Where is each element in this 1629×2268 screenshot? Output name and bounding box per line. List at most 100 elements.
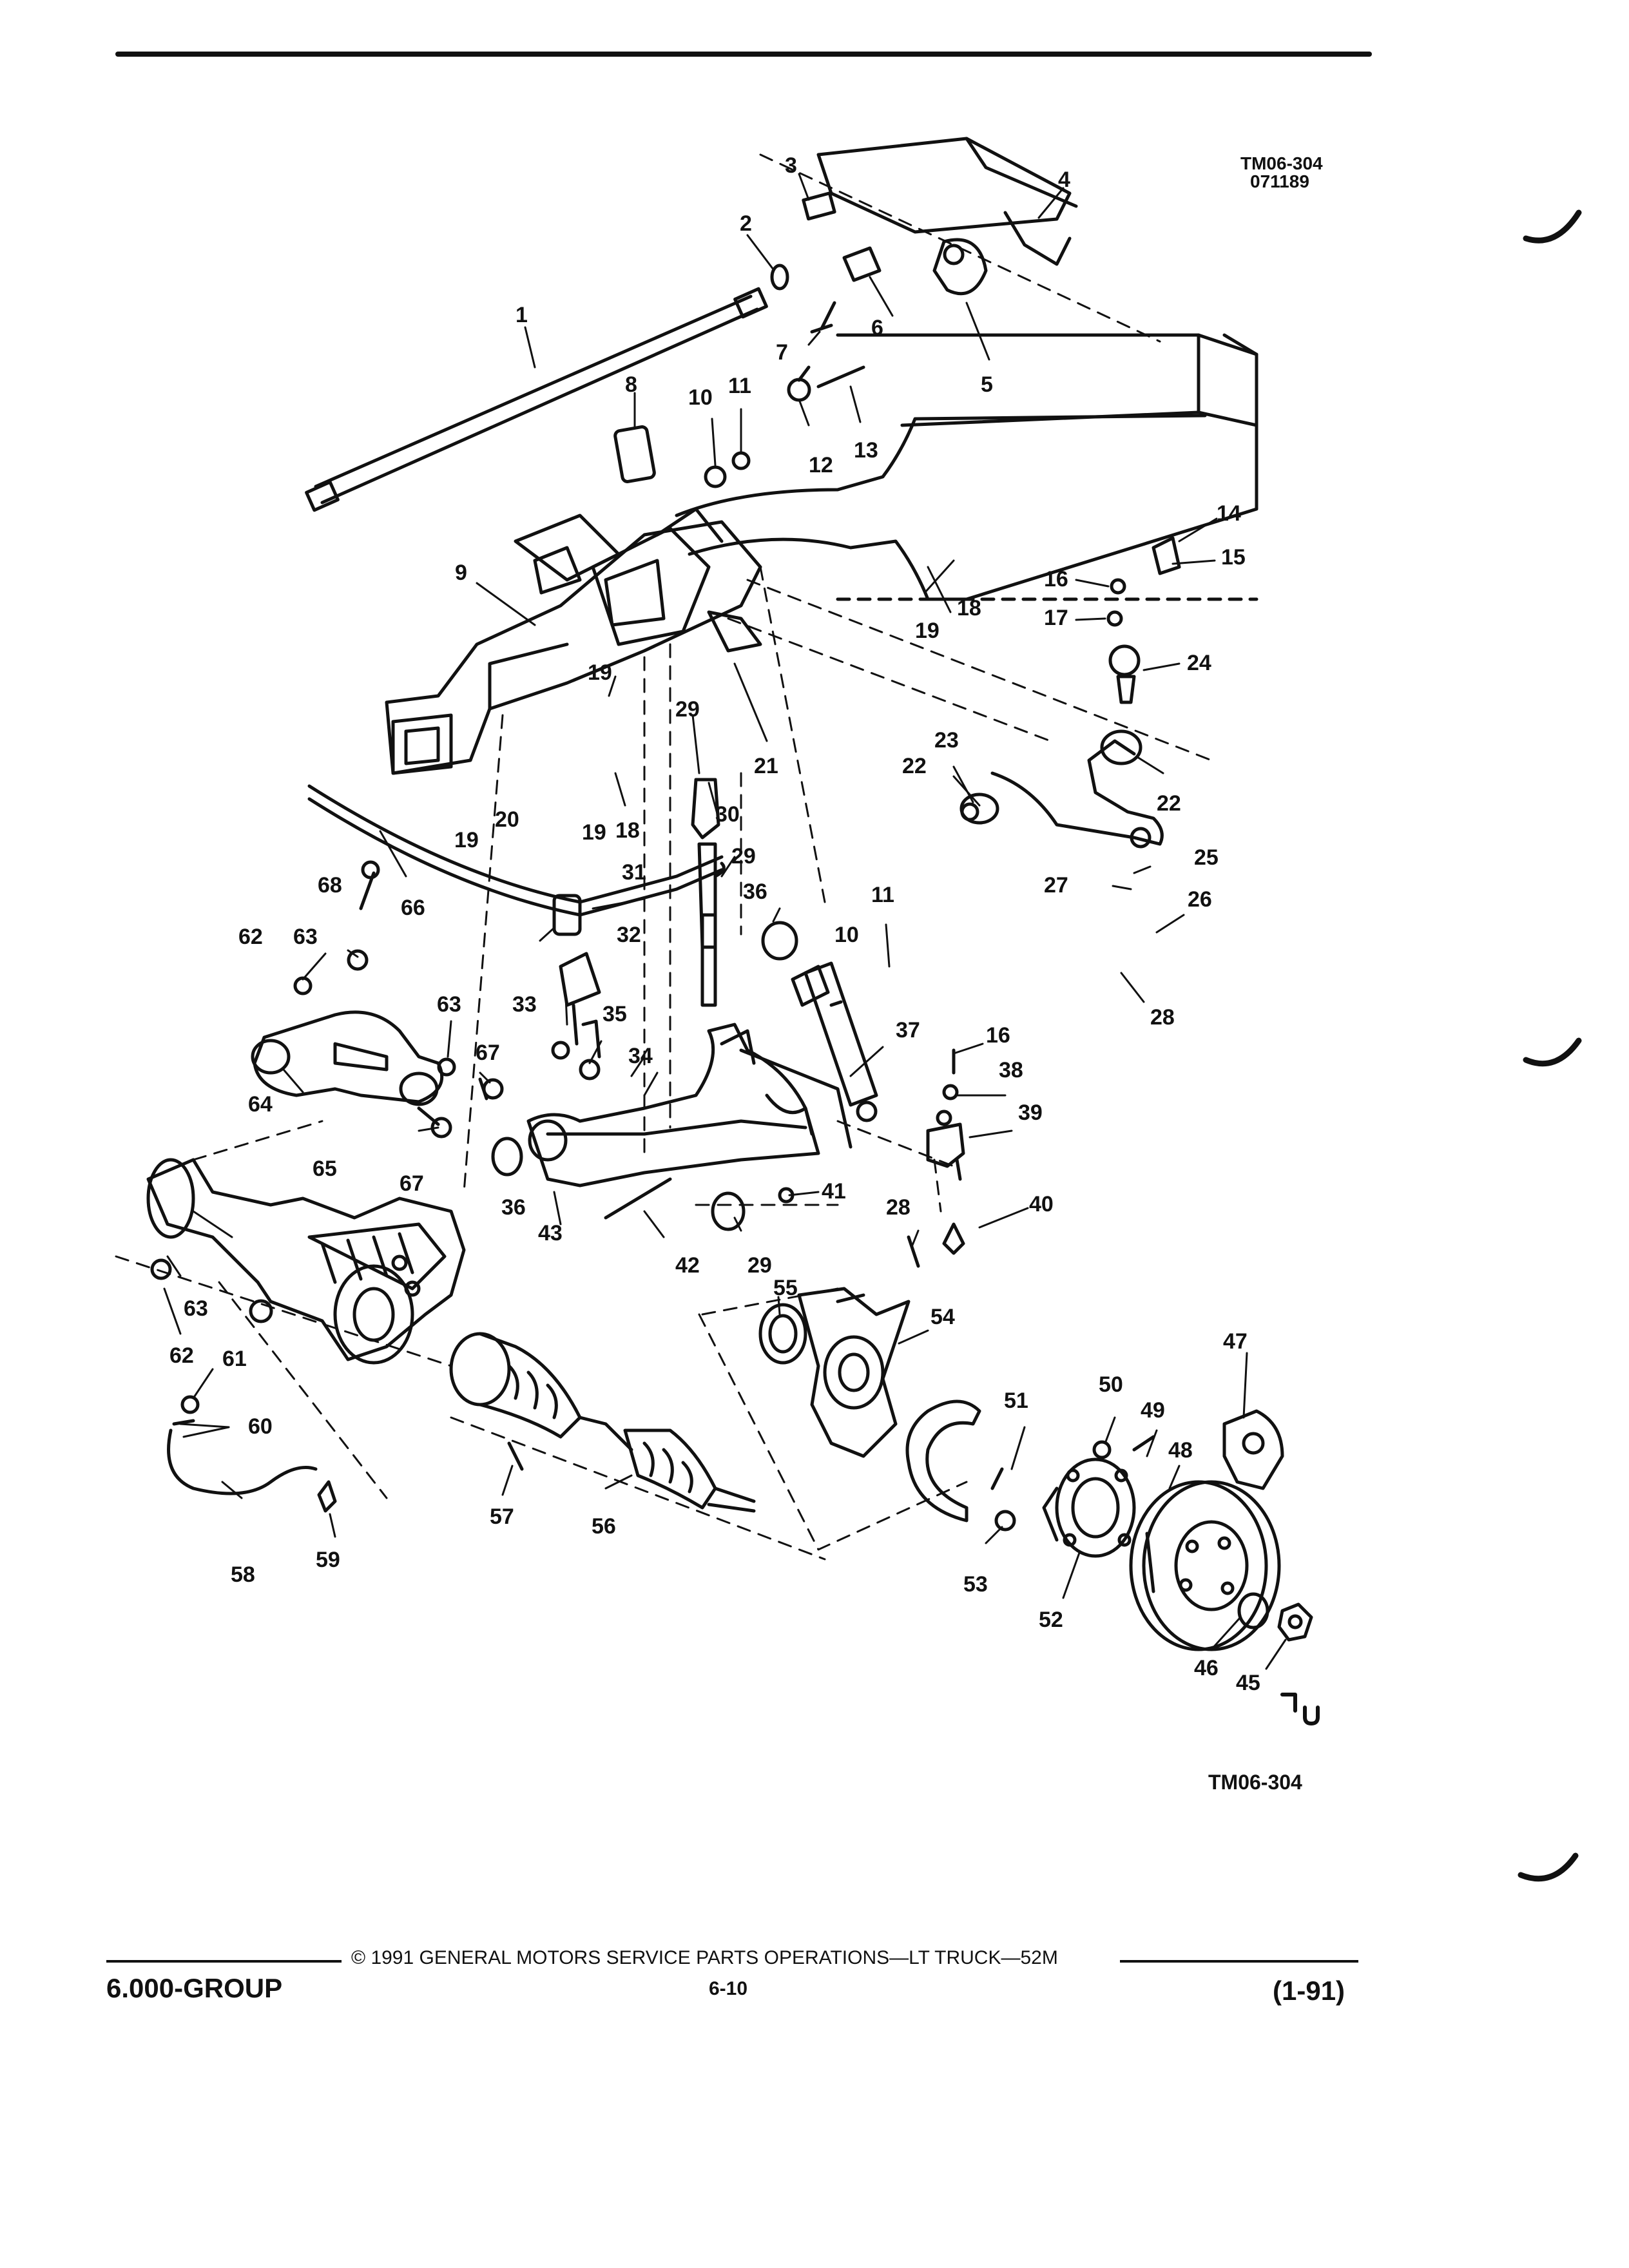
callout-67: 67 xyxy=(476,1041,500,1065)
callout-42: 42 xyxy=(675,1253,700,1278)
callout-22: 22 xyxy=(1157,791,1181,816)
callout-56: 56 xyxy=(592,1514,616,1539)
stabilizer-link xyxy=(551,952,601,1081)
binding-mark xyxy=(1518,1852,1579,1882)
callout-29: 29 xyxy=(675,697,700,722)
lower-control-arm xyxy=(526,1023,853,1187)
callout-8: 8 xyxy=(625,372,637,397)
callout-18: 18 xyxy=(615,818,640,843)
callout-29: 29 xyxy=(731,844,756,869)
callout-16: 16 xyxy=(986,1023,1010,1048)
callout-62: 62 xyxy=(169,1343,194,1368)
figure-date: 071189 xyxy=(1250,171,1309,191)
frame-rail xyxy=(675,137,1258,601)
callout-3: 3 xyxy=(785,153,797,178)
callout-31: 31 xyxy=(622,860,646,885)
callout-58: 58 xyxy=(231,1562,255,1587)
callout-40: 40 xyxy=(1029,1192,1054,1216)
callout-21: 21 xyxy=(754,754,778,778)
hub-nut xyxy=(1237,1592,1313,1642)
callout-63: 63 xyxy=(293,925,318,949)
callout-63: 63 xyxy=(184,1296,208,1321)
binding-mark xyxy=(1523,1037,1582,1067)
callout-10: 10 xyxy=(688,385,713,410)
steering-knuckle xyxy=(758,1287,911,1458)
callout-11: 11 xyxy=(728,374,751,398)
callout-23: 23 xyxy=(934,728,959,753)
caliper-adapter xyxy=(1222,1409,1284,1490)
brake-rotor xyxy=(1129,1480,1281,1651)
callout-20: 20 xyxy=(495,807,519,832)
figure-code: TM06-304 xyxy=(1240,153,1323,173)
footer-revision: (1-91) xyxy=(1273,1975,1345,2006)
shock-absorber xyxy=(791,961,878,1122)
callout-25: 25 xyxy=(1194,845,1219,870)
callout-32: 32 xyxy=(617,923,641,947)
callout-45: 45 xyxy=(1236,1671,1260,1695)
callout-7: 7 xyxy=(776,340,788,365)
stabilizer-bar xyxy=(307,784,726,936)
crossmember xyxy=(385,507,762,775)
callout-28: 28 xyxy=(886,1195,911,1220)
callout-1: 1 xyxy=(516,303,528,327)
callout-61: 61 xyxy=(222,1347,247,1371)
callout-59: 59 xyxy=(316,1548,340,1572)
callout-37: 37 xyxy=(896,1018,920,1043)
left-bushings xyxy=(251,860,504,1139)
callout-29: 29 xyxy=(747,1253,772,1278)
wheel-speed-sensor xyxy=(167,1395,337,1513)
callout-36: 36 xyxy=(501,1195,526,1220)
footer-rule-left xyxy=(106,1960,342,1963)
callout-63: 63 xyxy=(437,992,461,1017)
callouts: 1 2 3 4 5 6 7 8 9 10 11 12 13 14 15 16 1… xyxy=(169,153,1260,1695)
lower-ball-joint xyxy=(604,1048,965,1268)
callout-62: 62 xyxy=(238,925,263,949)
leader-lines xyxy=(163,173,1287,1670)
callout-18: 18 xyxy=(957,596,981,620)
callout-30: 30 xyxy=(715,802,740,827)
callout-33: 33 xyxy=(512,992,537,1017)
callout-50: 50 xyxy=(1099,1372,1123,1397)
torsion-bar xyxy=(305,287,768,512)
callout-14: 14 xyxy=(1217,501,1241,526)
hub-bearing xyxy=(1042,1435,1155,1558)
callout-60: 60 xyxy=(248,1414,273,1439)
callout-22: 22 xyxy=(902,754,927,778)
footer-page-number: 6-10 xyxy=(709,1978,748,1999)
footer-group: 6.000-GROUP xyxy=(106,1973,283,2003)
callout-19: 19 xyxy=(582,820,606,845)
callout-64: 64 xyxy=(248,1092,273,1117)
callout-53: 53 xyxy=(963,1572,988,1597)
callout-66: 66 xyxy=(401,896,425,920)
upper-control-arm xyxy=(959,729,1164,849)
callout-12: 12 xyxy=(809,453,833,477)
callout-26: 26 xyxy=(1188,887,1212,912)
callout-15: 15 xyxy=(1221,545,1246,570)
callout-54: 54 xyxy=(930,1305,955,1329)
binding-mark xyxy=(1523,209,1582,244)
footer-copyright: © 1991 GENERAL MOTORS SERVICE PARTS OPER… xyxy=(351,1947,1058,1968)
callout-57: 57 xyxy=(490,1504,514,1529)
upper-small-parts xyxy=(613,191,988,488)
callout-47: 47 xyxy=(1223,1329,1248,1354)
callout-65: 65 xyxy=(313,1157,337,1181)
callout-43: 43 xyxy=(538,1221,563,1245)
callout-16: 16 xyxy=(1044,567,1068,591)
callout-28: 28 xyxy=(1150,1005,1175,1030)
callout-24: 24 xyxy=(1187,651,1211,675)
callout-27: 27 xyxy=(1044,873,1068,898)
drive-axle xyxy=(449,1332,756,1513)
callout-46: 46 xyxy=(1194,1656,1219,1680)
figure-label: TM06-304 xyxy=(1208,1771,1302,1794)
callout-4: 4 xyxy=(1058,168,1070,192)
callout-2: 2 xyxy=(740,211,752,236)
alignment-lines xyxy=(192,153,1213,1213)
splash-shield xyxy=(905,1399,1016,1532)
callout-17: 17 xyxy=(1044,606,1068,630)
callout-38: 38 xyxy=(999,1058,1023,1082)
callout-19: 19 xyxy=(588,660,612,685)
callout-19: 19 xyxy=(915,619,940,643)
callout-34: 34 xyxy=(628,1044,653,1068)
upper-ball-joint xyxy=(1106,536,1181,704)
